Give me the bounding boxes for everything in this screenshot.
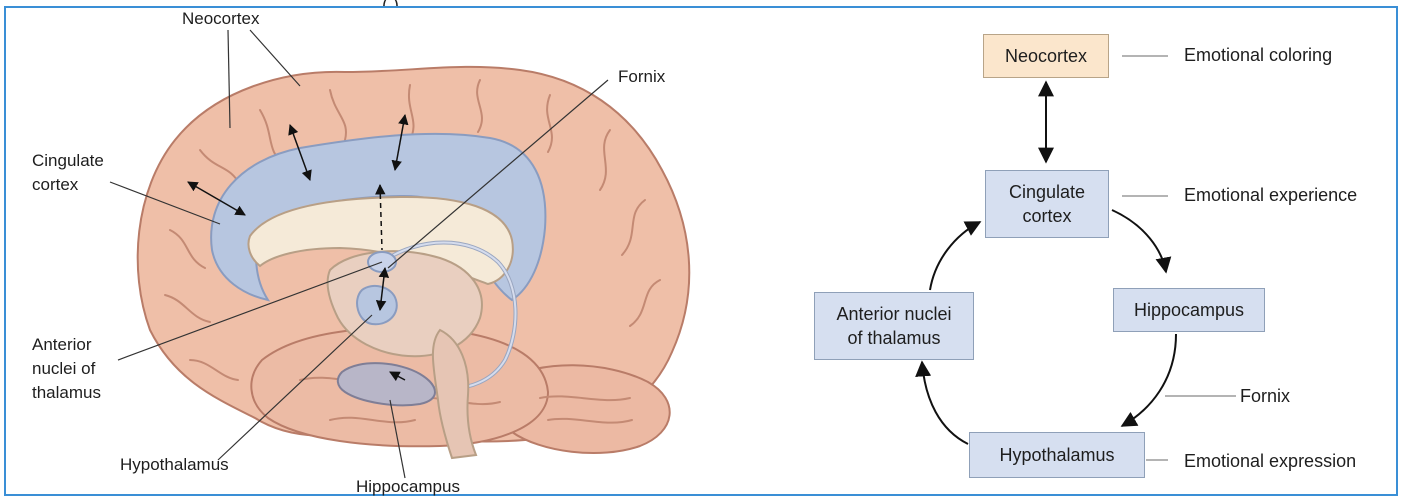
side-label-fornix: Fornix [1240, 385, 1290, 407]
flow-box-hippocampus: Hippocampus [1113, 288, 1265, 332]
flow-box-cingulate-line1: Cingulate [1009, 180, 1085, 204]
flow-box-anterior-nuclei: Anterior nuclei of thalamus [814, 292, 974, 360]
flow-box-neocortex: Neocortex [983, 34, 1109, 78]
arrow-hippocampus-hypothalamus [1122, 334, 1176, 426]
flow-box-neocortex-label: Neocortex [1005, 44, 1087, 68]
arrow-hypothalamus-anterior [922, 362, 968, 444]
flow-box-anterior-line1: Anterior nuclei [836, 302, 951, 326]
side-label-emotional-expression: Emotional expression [1184, 450, 1356, 472]
arrow-cingulate-hippocampus [1112, 210, 1166, 272]
flow-box-cingulate: Cingulate cortex [985, 170, 1109, 238]
arrow-anterior-cingulate [930, 222, 980, 290]
side-label-emotional-coloring: Emotional coloring [1184, 44, 1332, 66]
flow-box-cingulate-line2: cortex [1022, 204, 1071, 228]
flow-box-anterior-line2: of thalamus [847, 326, 940, 350]
flow-box-hypothalamus: Hypothalamus [969, 432, 1145, 478]
side-label-emotional-experience: Emotional experience [1184, 184, 1357, 206]
flow-box-hippocampus-label: Hippocampus [1134, 298, 1244, 322]
flow-box-hypothalamus-label: Hypothalamus [999, 443, 1114, 467]
